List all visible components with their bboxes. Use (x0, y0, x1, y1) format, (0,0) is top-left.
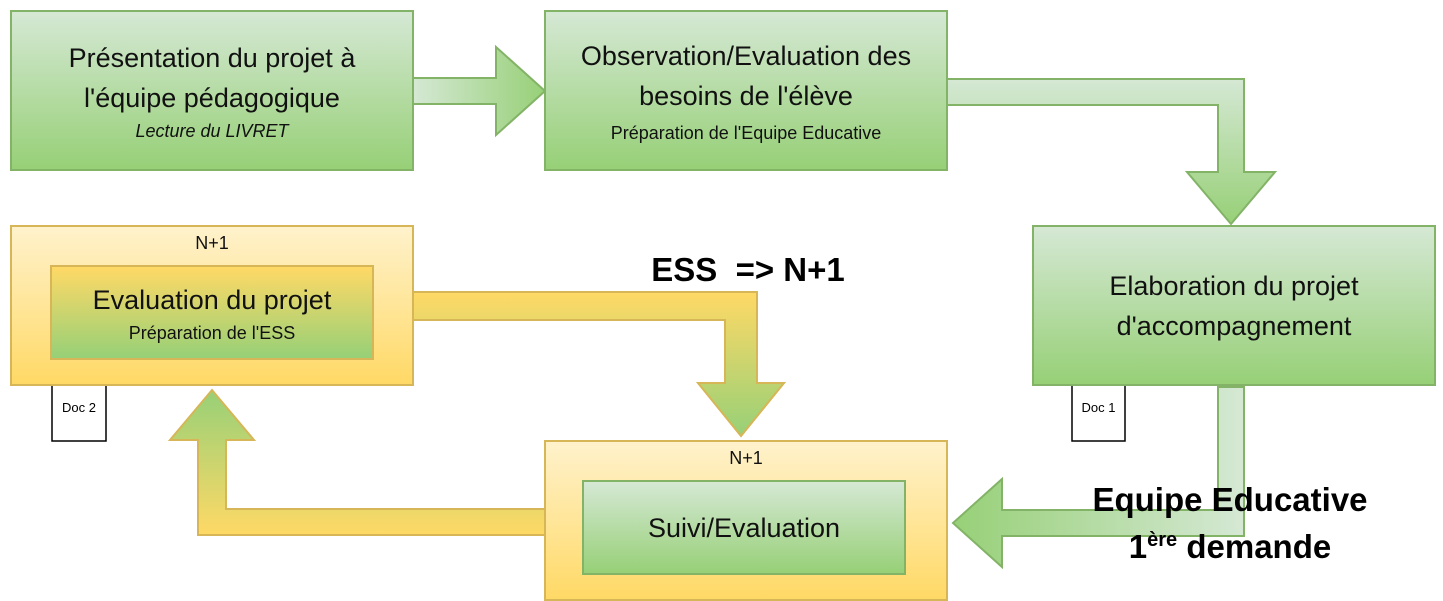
box-elaboration-projet: Elaboration du projet d'accompagnement (1032, 225, 1436, 386)
equipe-educative-label: Equipe Educative 1ère demande (1060, 480, 1400, 567)
box3-title-line2: d'accompagnement (1116, 310, 1352, 341)
box2-subtitle: Préparation de l'Equipe Educative (610, 122, 882, 143)
box5-title: Suivi/Evaluation (647, 512, 841, 543)
box4-title: Evaluation du projet (92, 284, 332, 315)
equipe-line2-rest: demande (1177, 528, 1332, 565)
box4-tag: N+1 (195, 233, 229, 253)
arrow-box4-to-box5 (412, 291, 787, 438)
equipe-line2-sup: ère (1147, 529, 1178, 551)
box-presentation-projet: Présentation du projet à l'équipe pédago… (10, 10, 414, 171)
arrow-box5-to-box4 (167, 388, 546, 536)
box2-title-line1: Observation/Evaluation des (580, 40, 912, 71)
doc2-label: Doc 2 (62, 400, 96, 415)
equipe-line2-num: 1 (1128, 528, 1148, 565)
ess-label: ESS => N+1 (651, 251, 845, 288)
arrow-box1-to-box2 (412, 44, 547, 138)
box3-title-line1: Elaboration du projet (1109, 270, 1359, 301)
arrow-box3-to-box5 (951, 386, 1245, 570)
equipe-line2: 1ère demande (1060, 520, 1400, 567)
box5-tag: N+1 (729, 448, 763, 468)
equipe-line1: Equipe Educative (1092, 481, 1368, 518)
box4-subtitle: Préparation de l'ESS (128, 322, 296, 343)
box1-title-line2: l'équipe pédagogique (84, 82, 340, 113)
box-observation-evaluation: Observation/Evaluation des besoins de l'… (544, 10, 948, 171)
doc1-label: Doc 1 (1081, 400, 1116, 415)
box1-subtitle: Lecture du LIVRET (135, 120, 289, 141)
arrow-box2-to-box3 (945, 78, 1278, 226)
box2-title-line2: besoins de l'élève (639, 80, 853, 111)
box-evaluation-projet-inner: Evaluation du projet Préparation de l'ES… (50, 265, 374, 360)
box-suivi-evaluation-inner: Suivi/Evaluation (582, 480, 906, 575)
box1-title-line1: Présentation du projet à (68, 42, 356, 73)
